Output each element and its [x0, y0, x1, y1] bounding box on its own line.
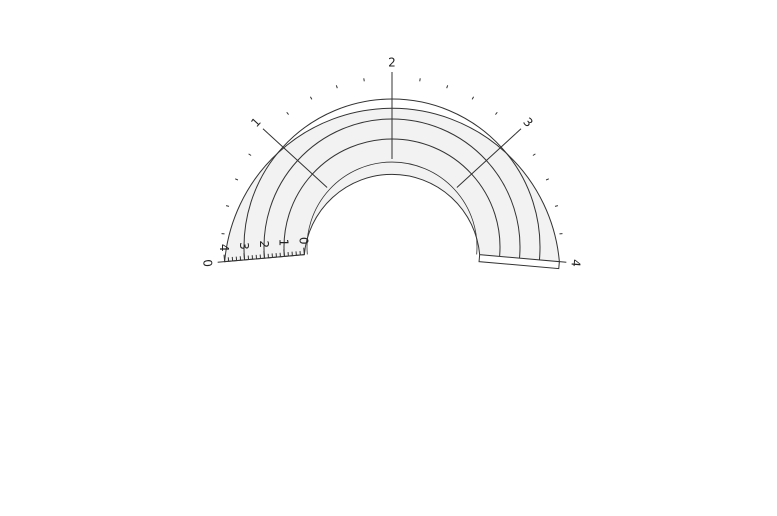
angular-ticks: [217, 72, 567, 263]
angular-minor-tick: [286, 111, 289, 115]
angular-minor-tick: [335, 85, 338, 89]
radial-tick-label: 3: [237, 242, 251, 250]
polar-sector: [224, 107, 560, 263]
angular-gridline-1: [267, 133, 328, 188]
angular-major-tick: [262, 128, 269, 134]
radial-major-tick: [263, 251, 265, 259]
angular-major-tick: [515, 128, 522, 134]
angular-minor-tick: [471, 96, 475, 100]
radial-ticks: [223, 247, 560, 270]
angular-major-tick: [217, 261, 225, 263]
angular-gridline-3: [456, 133, 517, 188]
angular-tick-label: 2: [388, 56, 396, 70]
radial-major-tick: [283, 249, 285, 257]
angular-minor-tick: [225, 205, 230, 207]
polar-grid: [243, 79, 541, 260]
angular-tick-label: 0: [201, 259, 216, 268]
radial-major-tick: [243, 252, 246, 260]
radial-major-tick: [303, 247, 305, 255]
angular-major-tick: [559, 261, 567, 263]
radial-tick-label: 0: [297, 237, 311, 245]
inner-border-line: [306, 161, 478, 255]
angular-tick-label: 3: [520, 115, 535, 130]
angular-minor-tick: [248, 153, 252, 156]
angular-minor-tick: [545, 178, 550, 181]
end-edge-band: [478, 254, 560, 270]
angular-minor-tick: [532, 153, 536, 156]
angular-minor-tick: [446, 85, 449, 89]
angular-minor-tick: [495, 111, 498, 115]
radial-tick-label: 2: [257, 240, 271, 248]
angular-minor-tick: [554, 205, 559, 207]
angular-tick-label: 4: [568, 259, 583, 268]
sector-background: [224, 107, 560, 263]
angular-minor-tick: [234, 178, 239, 181]
radial-tick-label: 1: [277, 239, 291, 247]
angular-tick-label: 1: [248, 115, 263, 130]
angular-minor-tick: [309, 96, 313, 100]
radial-major-tick: [223, 254, 226, 262]
radial-tick-label: 4: [217, 244, 231, 252]
